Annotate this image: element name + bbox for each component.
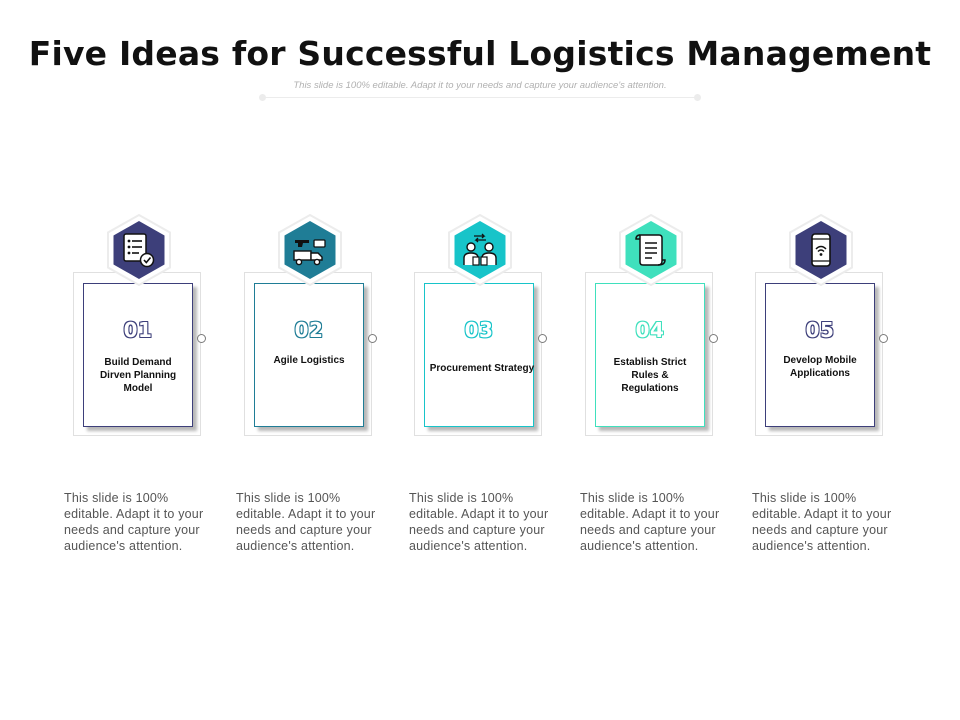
connector-dot (879, 334, 888, 343)
divider-dot (694, 94, 701, 101)
idea-label: Develop Mobile Applications (783, 355, 857, 379)
idea-hexagon (786, 212, 856, 288)
idea-description: This slide is 100% editable. Adapt it to… (409, 491, 549, 553)
idea-item-5: 05 Develop Mobile Applications This slid… (752, 212, 891, 553)
idea-hexagon (445, 212, 515, 288)
idea-card: 01 Build Demand Dirven Planning Model (83, 283, 193, 427)
idea-item-2: 02 Agile Logistics This slide is 100% ed… (236, 212, 380, 553)
idea-number: 04 (635, 318, 665, 342)
idea-number: 01 (123, 318, 153, 342)
idea-number: 03 (464, 318, 494, 342)
idea-label: Procurement Strategy (429, 363, 535, 374)
divider-dot (259, 94, 266, 101)
idea-card: 03 Procurement Strategy (424, 283, 534, 427)
delivery-truck-icon (293, 239, 326, 266)
checklist-icon (123, 233, 155, 268)
idea-item-3: 03 Procurement Strategy This slide is 10… (409, 212, 550, 553)
idea-hexagon (616, 212, 686, 288)
subtitle-divider (262, 97, 698, 98)
idea-number: 05 (805, 318, 835, 342)
connector-dot (197, 334, 206, 343)
idea-card: 05 Develop Mobile Applications (765, 283, 875, 427)
idea-item-1: 01 Build Demand Dirven Planning Model Th… (64, 212, 209, 553)
slide-subtitle: This slide is 100% editable. Adapt it to… (293, 80, 667, 91)
people-exchange-icon (463, 233, 497, 266)
idea-description: This slide is 100% editable. Adapt it to… (236, 491, 376, 553)
idea-label: Establish Strict Rules & Regulations (613, 357, 687, 394)
idea-description: This slide is 100% editable. Adapt it to… (64, 491, 204, 553)
slide-title: Five Ideas for Successful Logistics Mana… (28, 34, 932, 73)
connector-dot (368, 334, 377, 343)
document-scroll-icon (635, 234, 666, 266)
idea-hexagon (275, 212, 345, 288)
idea-item-4: 04 Establish Strict Rules & Regulations … (580, 212, 721, 553)
idea-card: 04 Establish Strict Rules & Regulations (595, 283, 705, 427)
mobile-phone-icon (811, 233, 831, 267)
connector-dot (709, 334, 718, 343)
idea-description: This slide is 100% editable. Adapt it to… (752, 491, 892, 553)
idea-number: 02 (294, 318, 324, 342)
idea-card: 02 Agile Logistics (254, 283, 364, 427)
idea-label: Build Demand Dirven Planning Model (99, 357, 177, 394)
idea-label: Agile Logistics (273, 355, 345, 366)
connector-dot (538, 334, 547, 343)
idea-description: This slide is 100% editable. Adapt it to… (580, 491, 720, 553)
idea-hexagon (104, 212, 174, 288)
